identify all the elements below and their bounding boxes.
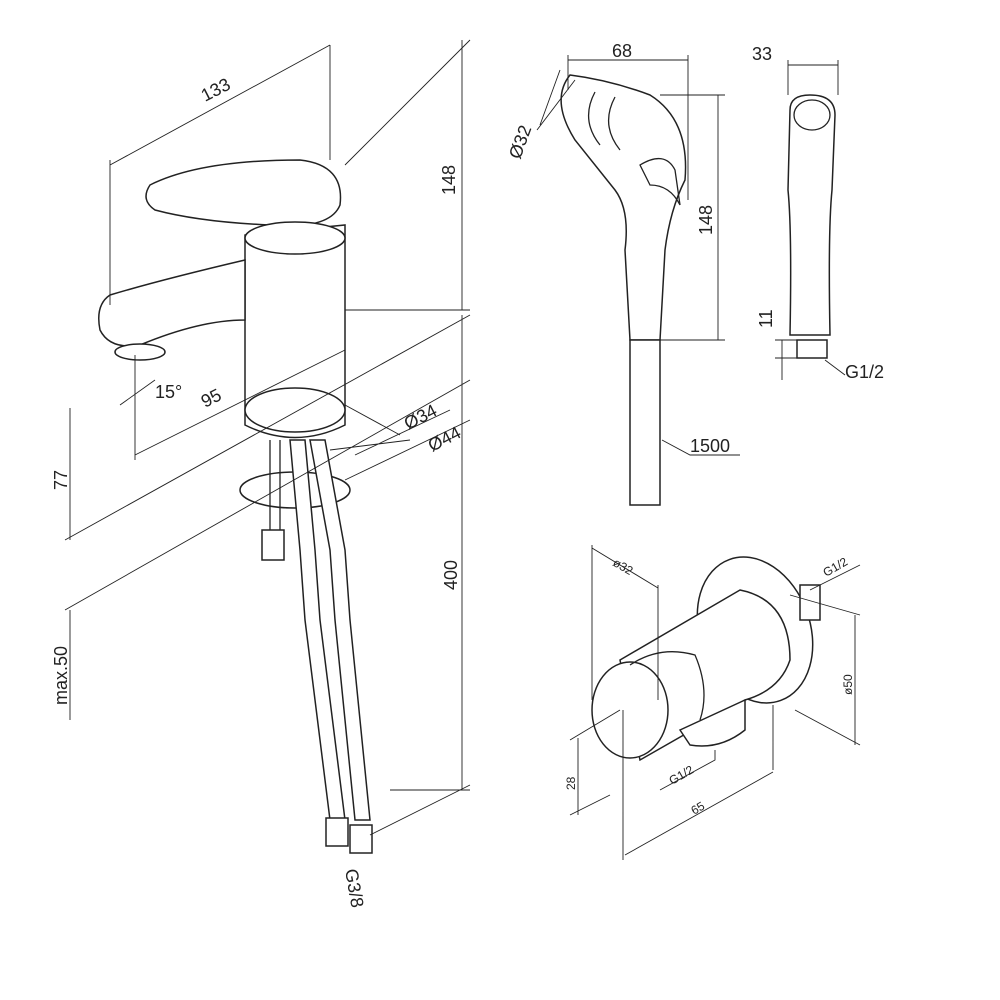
dim-shower-height: 148 bbox=[696, 205, 716, 235]
dim-shower-width: 68 bbox=[612, 41, 632, 61]
dim-outlet-thread: G1/2 bbox=[821, 554, 851, 579]
shower-dimension-lines bbox=[536, 55, 740, 456]
spout-aerator bbox=[114, 343, 166, 361]
dim-shower-hose-length: 1500 bbox=[690, 436, 730, 456]
shower-side-drawing: 33 11 G1/2 bbox=[752, 44, 884, 382]
shower-side-body bbox=[787, 94, 836, 336]
faucet-drawing: 133 148 15° 95 Ø34 Ø44 77 400 max.50 G3/… bbox=[51, 39, 471, 909]
faucet-spout bbox=[98, 259, 246, 347]
inlet-thread bbox=[678, 698, 746, 747]
dim-side-thread: G1/2 bbox=[845, 362, 884, 382]
holder-cap bbox=[591, 661, 669, 759]
dim-base-inner: Ø34 bbox=[401, 400, 440, 433]
dim-spout-reach: 95 bbox=[198, 385, 225, 412]
dim-inlet-thread: G1/2 bbox=[667, 762, 697, 787]
wall-connector-drawing: ø32 G1/2 ø50 28 G1/2 65 bbox=[564, 545, 861, 860]
dim-depth: 65 bbox=[689, 799, 708, 818]
shower-head-body bbox=[560, 74, 687, 341]
shower-head-band bbox=[588, 91, 621, 151]
shower-hose bbox=[629, 339, 661, 506]
spray-face bbox=[793, 99, 831, 131]
connector-dimension-lines bbox=[569, 545, 861, 860]
faucet-base bbox=[244, 387, 346, 433]
dim-faucet-height: 148 bbox=[439, 165, 459, 195]
side-dimension-lines bbox=[775, 60, 846, 380]
thread-connector bbox=[796, 339, 828, 359]
dim-flange-diameter: ø50 bbox=[841, 674, 855, 695]
handle-cap bbox=[244, 221, 346, 255]
hose-nut-left bbox=[325, 817, 349, 847]
dim-spout-height: 77 bbox=[51, 470, 71, 490]
hose-nut-right bbox=[349, 824, 373, 854]
holder-cradle bbox=[629, 651, 705, 721]
dim-base-outer: Ø44 bbox=[425, 422, 464, 455]
shower-trigger bbox=[639, 158, 681, 206]
stud-nut bbox=[261, 529, 285, 561]
outlet-thread bbox=[799, 584, 821, 621]
faucet-body bbox=[244, 224, 346, 439]
faucet-handle bbox=[145, 159, 342, 227]
flexible-hose-right bbox=[309, 439, 371, 821]
dim-offset: 28 bbox=[564, 776, 578, 790]
dim-side-width: 33 bbox=[752, 44, 772, 64]
dim-hose-thread: G3/8 bbox=[341, 867, 367, 909]
dim-spout-angle: 15° bbox=[155, 382, 182, 402]
shower-head-drawing: 68 Ø32 148 1500 bbox=[505, 41, 740, 506]
dim-max-thickness: max.50 bbox=[51, 646, 71, 705]
dim-thread-length: 11 bbox=[756, 309, 776, 328]
mounting-stud bbox=[269, 440, 281, 530]
dim-holder-diameter: ø32 bbox=[611, 555, 636, 578]
dim-hose-length: 400 bbox=[441, 560, 461, 590]
dimension-lines bbox=[64, 39, 471, 836]
dim-shower-head-diameter: Ø32 bbox=[505, 123, 535, 162]
